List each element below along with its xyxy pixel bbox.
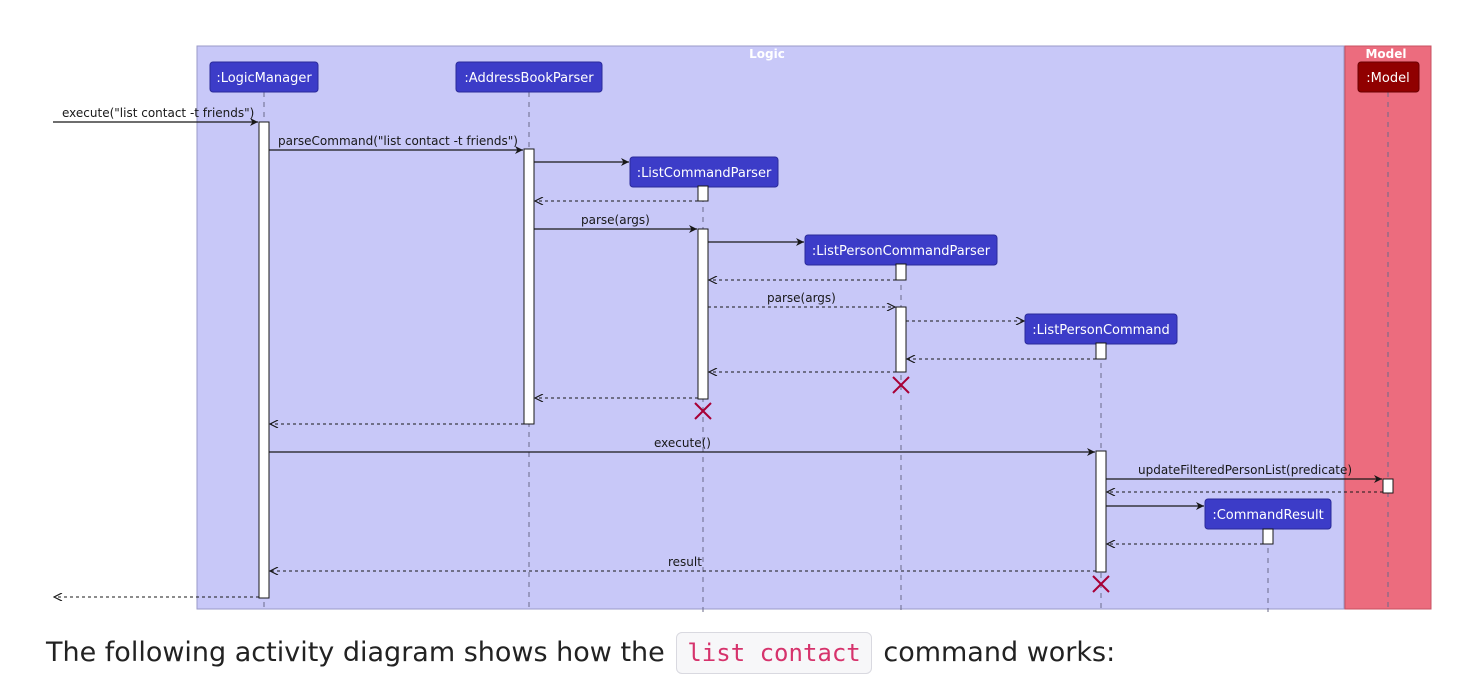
participant-addressbookparser: :AddressBookParser <box>455 61 603 93</box>
activation-listcommandparser-parse <box>697 228 709 400</box>
message-result-label: result <box>668 555 702 569</box>
destroy-listpersoncommand-icon <box>1092 575 1110 593</box>
participant-commandresult-label: :CommandResult <box>1212 508 1323 523</box>
caption-text: The following activity diagram shows how… <box>46 628 1115 678</box>
participant-listpersoncommandparser-label: :ListPersonCommandParser <box>812 244 991 259</box>
caption-after: command works: <box>883 637 1116 668</box>
message-parse-command-label: parseCommand("list contact -t friends") <box>278 134 518 148</box>
activation-listpersoncommandparser-create <box>895 263 907 281</box>
participant-model-label: :Model <box>1366 71 1409 86</box>
message-execute-label: execute() <box>654 436 711 450</box>
destroy-listcommandparser-icon <box>694 402 712 420</box>
sequence-diagram: Logic Model :LogicManager :AddressBookPa… <box>53 45 1432 612</box>
activation-addressbookparser <box>523 148 535 425</box>
activation-listpersoncommandparser-parse <box>895 306 907 373</box>
participant-listpersoncommandparser: :ListPersonCommandParser <box>804 234 998 266</box>
activation-logicmanager <box>258 121 270 599</box>
activation-listpersoncommand-create <box>1095 342 1107 360</box>
message-update-filtered-label: updateFilteredPersonList(predicate) <box>1138 463 1352 477</box>
participant-addressbookparser-label: :AddressBookParser <box>464 71 594 86</box>
logic-box-label: Logic <box>749 47 785 61</box>
participant-logicmanager-label: :LogicManager <box>216 71 312 86</box>
participant-listpersoncommand-label: :ListPersonCommand <box>1032 323 1170 338</box>
message-parse-args-2-label: parse(args) <box>767 291 836 305</box>
participant-listcommandparser: :ListCommandParser <box>629 156 779 188</box>
participant-listpersoncommand: :ListPersonCommand <box>1024 313 1178 345</box>
activation-listpersoncommand-execute <box>1095 450 1107 573</box>
participant-model: :Model <box>1357 61 1420 93</box>
caption-before: The following activity diagram shows how… <box>46 637 665 668</box>
participant-commandresult: :CommandResult <box>1204 498 1332 530</box>
message-parse-args-1-label: parse(args) <box>581 213 650 227</box>
inline-code: list contact <box>676 632 872 674</box>
activation-listcommandparser-create <box>697 185 709 202</box>
participant-logicmanager: :LogicManager <box>209 61 319 93</box>
message-execute-input-label: execute("list contact -t friends") <box>62 106 254 120</box>
destroy-listpersoncommandparser-icon <box>892 376 910 394</box>
activation-model <box>1382 478 1394 494</box>
activation-commandresult <box>1262 528 1274 545</box>
participant-listcommandparser-label: :ListCommandParser <box>637 166 772 181</box>
model-box-label: Model <box>1365 47 1406 61</box>
